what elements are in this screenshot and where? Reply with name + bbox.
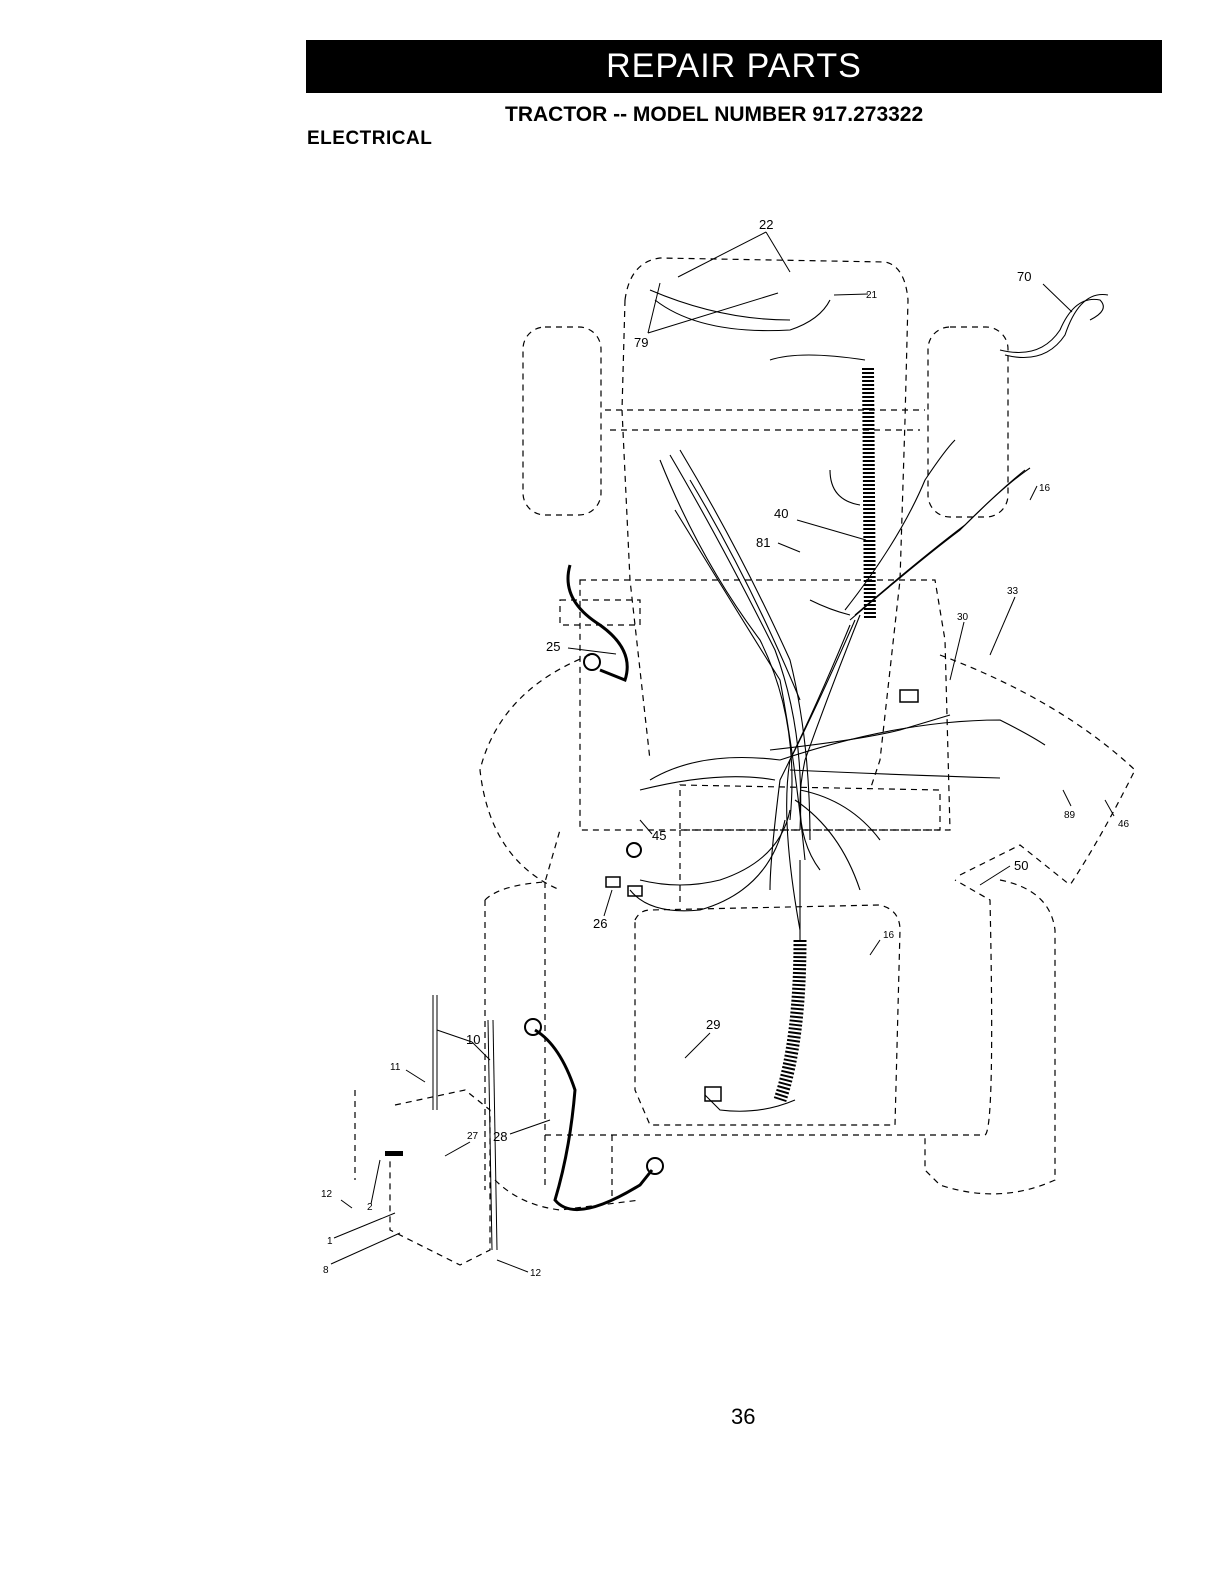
callout-27: 27 bbox=[467, 1131, 479, 1142]
callout-25: 25 bbox=[546, 639, 560, 654]
callout-10: 10 bbox=[466, 1032, 480, 1047]
callout-28: 28 bbox=[493, 1129, 507, 1144]
callout-30: 30 bbox=[957, 612, 969, 623]
callout-70: 70 bbox=[1017, 269, 1031, 284]
callout-16-lower: 16 bbox=[883, 930, 895, 941]
callout-40: 40 bbox=[774, 506, 788, 521]
page-number: 36 bbox=[731, 1404, 755, 1430]
callout-11: 11 bbox=[390, 1062, 401, 1073]
leader-lines bbox=[331, 232, 1114, 1272]
harness-conduit bbox=[780, 368, 870, 1100]
callout-2: 2 bbox=[367, 1202, 373, 1213]
callout-1: 1 bbox=[327, 1236, 333, 1247]
callout-12-bottom: 12 bbox=[530, 1268, 542, 1279]
callout-79: 79 bbox=[634, 335, 648, 350]
callout-29: 29 bbox=[706, 1017, 720, 1032]
callout-50: 50 bbox=[1014, 858, 1028, 873]
callout-46: 46 bbox=[1118, 819, 1130, 830]
callout-21: 21 bbox=[866, 290, 878, 301]
callout-33: 33 bbox=[1007, 586, 1019, 597]
callout-45: 45 bbox=[652, 828, 666, 843]
callout-16-upper: 16 bbox=[1039, 483, 1051, 494]
tractor-outline bbox=[355, 258, 1135, 1210]
callout-89: 89 bbox=[1064, 810, 1076, 821]
callout-12-left: 12 bbox=[321, 1189, 333, 1200]
callout-8: 8 bbox=[323, 1265, 329, 1276]
callout-22: 22 bbox=[759, 217, 773, 232]
callout-26: 26 bbox=[593, 916, 607, 931]
callout-81: 81 bbox=[756, 535, 770, 550]
callout-labels: 22 21 79 70 16 40 81 33 30 25 45 89 46 5… bbox=[321, 217, 1130, 1279]
